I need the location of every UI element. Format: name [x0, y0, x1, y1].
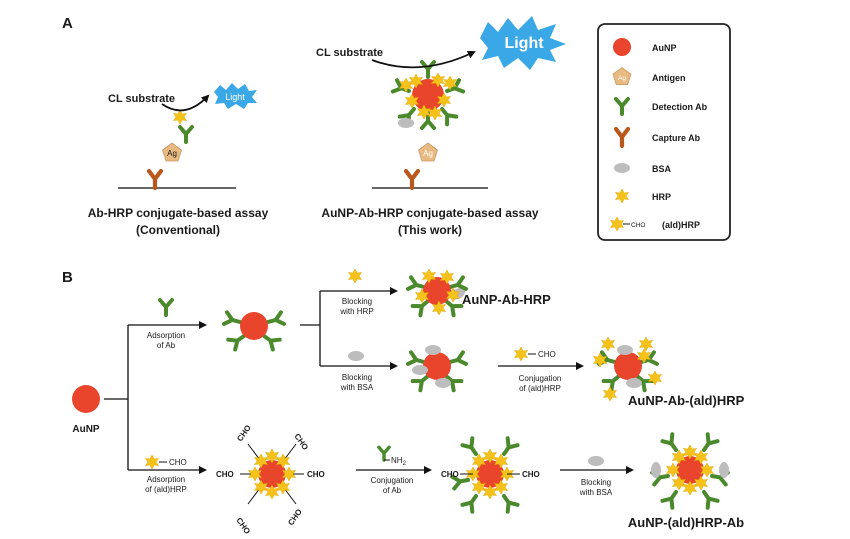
adsorption-ab-label: Adsorption	[147, 331, 185, 340]
aunp-ald-hrp-ab-intermediate	[450, 436, 520, 514]
cho-label-8: CHO	[441, 470, 459, 479]
cho-label-2: CHO	[292, 432, 310, 452]
reagent-hrp-icon	[348, 268, 362, 284]
aunp-caption: AuNP-Ab-HRP conjugate-based assay	[321, 206, 538, 220]
capture-ab-icon	[149, 171, 161, 188]
aunp-ab-bsa-intermediate	[405, 345, 469, 393]
adsorption-ald-label: Adsorption	[147, 475, 185, 484]
reagent-cho-label-2: CHO	[169, 458, 187, 467]
reagent-ab-icon	[158, 298, 174, 317]
blocking-bsa-label: Blocking	[342, 373, 372, 382]
reagent-cho-label: CHO	[538, 350, 556, 359]
detection-ab-icon	[178, 125, 194, 144]
product-aunp-ab-ald-hrp-label: AuNP-Ab-(ald)HRP	[628, 393, 745, 408]
legend-box: AuNP Ag Antigen Detection Ab Capture Ab …	[597, 23, 731, 241]
legend-antigen-label: Antigen	[652, 73, 686, 83]
reagent-bsa-icon	[348, 351, 364, 361]
conjugation-ald-label-2: of (ald)HRP	[519, 384, 561, 393]
cho-label-7: CHO	[522, 470, 540, 479]
product-aunp-ald-hrp-ab-label: AuNP-(ald)HRP-Ab	[628, 515, 744, 530]
blocking-hrp-label: Blocking	[342, 297, 372, 306]
conventional-assay-illustration: Ag Light CL substrate Ab-HRP conjugate-b…	[88, 83, 269, 237]
reagent-ab-nh2-icon	[377, 445, 391, 462]
adsorption-ab-label-2: of Ab	[157, 341, 176, 350]
reaction-arrow	[161, 94, 210, 112]
cho-label-4: CHO	[307, 470, 325, 479]
light-label-large: Light	[504, 35, 544, 52]
aunp-ab-ald-hrp-product	[593, 336, 662, 402]
aunp-conjugate-cluster	[390, 60, 468, 303]
product-aunp-ab-hrp-label: AuNP-Ab-HRP	[462, 292, 551, 307]
aunp-subcaption: (This work)	[398, 223, 462, 237]
panel-b-letter: B	[62, 269, 73, 286]
conjugation-ald-label: Conjugation	[519, 374, 562, 383]
blocking-bsa2-label: Blocking	[581, 478, 611, 487]
aunp-ab-intermediate	[221, 310, 287, 352]
conventional-caption: Ab-HRP conjugate-based assay	[88, 206, 269, 220]
legend-ald-hrp-label: (ald)HRP	[662, 220, 700, 230]
reaction-arrow-large	[371, 50, 476, 69]
legend-cho-tag: CHO	[631, 222, 645, 229]
legend-hrp-label: HRP	[652, 192, 671, 202]
aunp-ab-hrp-product	[405, 268, 469, 318]
aunp-ald-hrp-intermediate	[240, 443, 304, 505]
legend-bsa-label: BSA	[652, 164, 672, 174]
cho-label-3: CHO	[216, 470, 234, 479]
legend-aunp-label: AuNP	[652, 43, 677, 53]
light-burst-large: Light	[480, 16, 566, 70]
conjugation-ab-label: Conjugation	[371, 476, 414, 485]
blocking-bsa2-label-2: with BSA	[579, 488, 613, 497]
adsorption-ald-label-2: of (ald)HRP	[145, 485, 187, 494]
legend-antigen-icon: Ag	[612, 67, 632, 85]
svg-text:Ag: Ag	[618, 75, 626, 82]
conjugation-ab-label-2: of Ab	[383, 486, 402, 495]
blocking-hrp-label-2: with HRP	[339, 307, 373, 316]
branch-lines	[104, 287, 634, 474]
conventional-subcaption: (Conventional)	[136, 223, 220, 237]
capture-ab-icon	[406, 171, 418, 188]
cho-label-1: CHO	[235, 423, 253, 443]
blocking-bsa-label-2: with BSA	[340, 383, 374, 392]
start-aunp-label: AuNP	[72, 424, 100, 435]
aunp-ald-hrp-ab-product	[650, 432, 730, 510]
cho-label-6: CHO	[286, 507, 304, 527]
start-aunp-icon	[72, 385, 100, 413]
reagent-ald-hrp-icon-2	[145, 454, 159, 470]
legend-detection-ab-label: Detection Ab	[652, 102, 708, 112]
reagent-ald-hrp-icon	[514, 346, 528, 362]
cl-substrate-label-left: CL substrate	[108, 93, 175, 105]
reagent-bsa-icon-2	[588, 456, 604, 466]
cho-label-5: CHO	[234, 516, 252, 536]
light-burst-small: Light	[214, 83, 257, 109]
legend-aunp-icon	[613, 38, 631, 56]
antigen-label: Ag	[423, 149, 433, 158]
antigen-label: Ag	[167, 149, 177, 158]
light-label-small: Light	[225, 92, 245, 102]
panel-a-letter: A	[62, 15, 73, 32]
cl-substrate-label-right: CL substrate	[316, 47, 383, 59]
nh2-label: NH2	[391, 456, 407, 467]
legend-bsa-icon	[614, 163, 630, 173]
hrp-icon	[173, 109, 187, 125]
aunp-assay-illustration: Ag Light CL substrate AuN	[316, 16, 566, 303]
legend-capture-ab-label: Capture Ab	[652, 133, 701, 143]
